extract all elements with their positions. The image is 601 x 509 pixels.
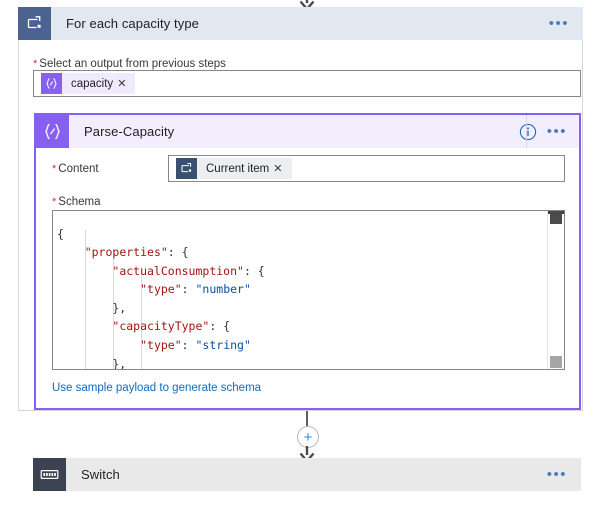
vertical-scrollbar[interactable] (547, 211, 564, 369)
required-asterisk: * (52, 196, 57, 208)
foreach-output-label-text: Select an output from previous steps (39, 58, 226, 70)
indent-guide (113, 249, 114, 369)
header-divider (526, 115, 527, 148)
indent-guide (141, 267, 142, 369)
parse-capacity-title: Parse-Capacity (84, 124, 175, 139)
switch-more-button[interactable]: ••• (546, 465, 567, 483)
expression-icon (41, 73, 62, 94)
content-label-text: Content (58, 163, 99, 175)
schema-label-text: Schema (58, 196, 101, 208)
parse-capacity-more-button[interactable]: ••• (546, 122, 567, 140)
parse-capacity-card: Parse-Capacity ••• *Content Current item… (34, 113, 581, 410)
content-field-label: *Content (52, 163, 99, 175)
foreach-title: For each capacity type (66, 16, 199, 31)
capacity-token-label: capacity (71, 77, 114, 90)
scrollbar-thumb[interactable] (550, 211, 562, 224)
required-asterisk: * (52, 163, 57, 175)
info-icon[interactable] (519, 123, 537, 141)
add-step-button[interactable]: + (297, 426, 319, 448)
connector-line (306, 411, 308, 426)
close-icon[interactable]: ✕ (273, 163, 283, 175)
foreach-more-button[interactable]: ••• (548, 14, 569, 32)
parse-capacity-header[interactable]: Parse-Capacity ••• (36, 115, 579, 148)
switch-card[interactable]: Switch ••• (33, 458, 581, 491)
schema-editor[interactable]: { "properties": { "actualConsumption": {… (52, 210, 565, 370)
use-sample-payload-link[interactable]: Use sample payload to generate schema (52, 382, 262, 394)
scrollbar-down-button[interactable] (550, 356, 562, 368)
close-icon[interactable]: ✕ (117, 78, 127, 90)
schema-json-code: { "properties": { "actualConsumption": {… (57, 226, 265, 370)
foreach-loop-icon (18, 7, 51, 40)
foreach-current-item-icon (176, 158, 197, 179)
switch-title: Switch (81, 467, 120, 482)
foreach-output-field-label: *Select an output from previous steps (33, 58, 226, 70)
current-item-token-label: Current item (206, 162, 270, 175)
current-item-token[interactable]: Current item ✕ (176, 158, 292, 179)
foreach-header[interactable]: For each capacity type ••• (18, 7, 583, 40)
capacity-token[interactable]: capacity ✕ (41, 73, 136, 94)
required-asterisk: * (33, 58, 38, 70)
foreach-output-input[interactable]: capacity ✕ (33, 70, 581, 97)
switch-icon (33, 458, 66, 491)
parse-json-icon (36, 115, 69, 148)
indent-guide (85, 230, 86, 369)
schema-field-label: *Schema (52, 196, 100, 208)
content-input[interactable]: Current item ✕ (168, 155, 565, 182)
